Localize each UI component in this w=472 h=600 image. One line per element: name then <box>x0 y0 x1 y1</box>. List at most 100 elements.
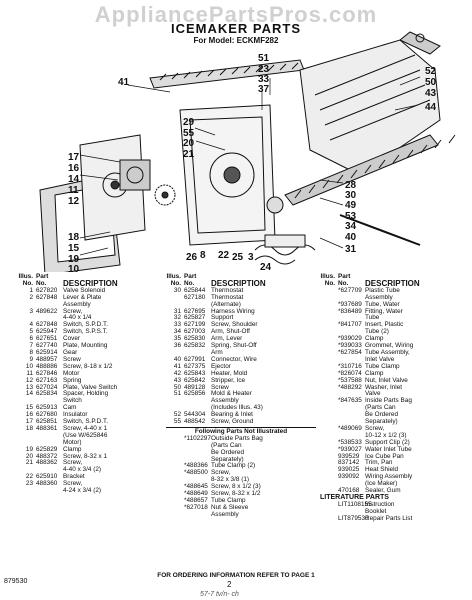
part-no: 544304 <box>184 411 206 419</box>
illus-no: 43 <box>173 376 181 384</box>
illus-no <box>320 433 338 440</box>
illus-no: 20 <box>25 452 33 460</box>
part-no: 627163 <box>36 376 58 384</box>
wiring-harness-part <box>254 234 316 265</box>
callout-53: 53 <box>345 211 357 222</box>
part-description: 8-32 x 3/8 (1) <box>211 476 250 484</box>
part-no <box>338 405 365 412</box>
part-description: Motor <box>63 369 80 377</box>
part-no: 625851 <box>36 418 58 426</box>
part-no: *841707 <box>338 321 362 329</box>
motor-part <box>119 159 151 191</box>
illus-no: 42 <box>173 369 181 377</box>
illus-no <box>166 512 184 519</box>
illus-no: 36 <box>173 342 181 350</box>
part-description: Valve <box>365 390 381 398</box>
part-description: Tube (2) <box>365 328 389 336</box>
illus-no <box>320 309 338 316</box>
part-no: 627848 <box>36 321 58 329</box>
illus-no <box>320 391 338 398</box>
callout-49: 49 <box>345 200 357 211</box>
part-description: Plate, Valve Switch <box>63 383 118 391</box>
part-no: 627199 <box>184 321 206 329</box>
part-description: Heater, Mold <box>211 369 248 377</box>
part-no <box>184 398 211 405</box>
part-description: Thermostat <box>211 286 244 294</box>
header-illus: Illus. <box>18 273 33 280</box>
illus-no: 13 <box>25 383 33 391</box>
part-description: Insulator <box>63 411 88 419</box>
part-description: Screw, 8-18 x 1/2 <box>63 362 113 370</box>
header-no: No. <box>324 279 335 287</box>
part-description: Lever & Plate <box>63 293 102 301</box>
callout-28: 28 <box>345 180 357 191</box>
table-row: (Includes Illus. 43) <box>166 404 316 412</box>
illus-no <box>320 343 338 350</box>
part-no: 625947 <box>36 328 58 336</box>
part-description: Spring, Shut-Off <box>211 342 257 350</box>
callout-29: 29 <box>183 117 195 128</box>
part-description: Switch, S.P.D.T. <box>63 418 108 426</box>
part-no: 939025 <box>338 466 360 474</box>
callout-24: 24 <box>260 262 272 273</box>
illus-no: 3 <box>29 307 33 315</box>
part-no: 625913 <box>36 404 58 412</box>
callout-41: 41 <box>118 77 130 88</box>
part-description: Assembly <box>211 397 239 405</box>
part-description: Screw, <box>365 424 385 432</box>
illus-no <box>320 329 338 336</box>
illus-no: 9 <box>29 355 33 363</box>
illus-no: 12 <box>25 376 33 384</box>
part-description: Harness Wiring <box>211 307 255 315</box>
part-description: Clamp <box>63 445 82 453</box>
illus-no <box>166 505 184 512</box>
part-description: Cover <box>63 335 81 343</box>
part-no: 627820 <box>36 286 58 294</box>
header-desc: DESCRIPTION <box>63 278 118 288</box>
part-no: *310716 <box>338 362 362 370</box>
callout-19: 19 <box>68 254 80 265</box>
part-description: Screw, 8-32 x 1 <box>63 452 108 460</box>
illus-no: 17 <box>25 418 33 426</box>
exploded-parts-diagram <box>39 31 456 272</box>
part-description: Thermostat <box>211 293 244 301</box>
part-description: Tube Clamp <box>365 362 400 370</box>
illus-no <box>166 498 184 505</box>
part-description: Cam <box>63 404 77 412</box>
illus-no: 31 <box>173 307 181 315</box>
illus-no <box>166 295 184 302</box>
part-description: Separately) <box>365 418 398 426</box>
callout-26: 26 <box>186 252 198 263</box>
illus-no <box>166 463 184 470</box>
part-description: Switch <box>63 397 82 405</box>
callout-30: 30 <box>345 190 357 201</box>
part-description: (Alternate) <box>211 300 241 308</box>
part-description: Washer, Inlet <box>365 383 403 391</box>
illus-no: 8 <box>29 348 33 356</box>
part-no: *627018 <box>184 503 208 511</box>
table-row: Separately) <box>320 418 468 426</box>
header-part: Part <box>184 273 197 280</box>
callout-50: 50 <box>425 77 437 88</box>
illus-no <box>320 516 338 523</box>
part-no: *937689 <box>338 300 362 308</box>
part-no: LIT1108155 <box>338 500 372 508</box>
part-description: (Parts Can <box>365 404 396 412</box>
part-description: Arm, Lever <box>211 335 243 343</box>
